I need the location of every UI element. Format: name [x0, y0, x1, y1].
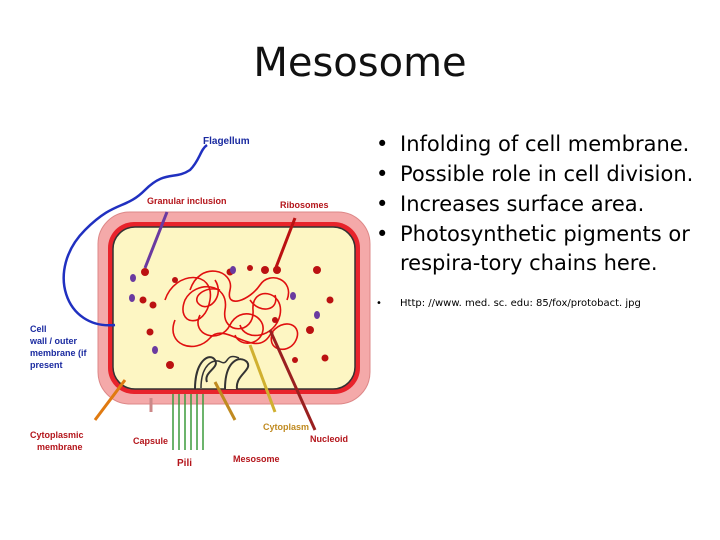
- bullet-list: Infolding of cell membrane. Possible rol…: [376, 130, 706, 312]
- label-cell-wall-4: present: [30, 360, 63, 370]
- bullet-item: Increases surface area.: [376, 190, 706, 219]
- label-cell-wall-3: membrane (if: [30, 348, 88, 358]
- label-ribosomes: Ribosomes: [280, 200, 329, 210]
- label-cell-wall-2: wall / outer: [29, 336, 78, 346]
- label-nucleoid: Nucleoid: [310, 434, 348, 444]
- label-granular-inclusion: Granular inclusion: [147, 196, 227, 206]
- bullet-item: Photosynthetic pigments or respira-tory …: [376, 220, 706, 278]
- bacterial-cell-diagram: Flagellum Granular inclusion Ribosomes C…: [25, 120, 375, 470]
- label-mesosome: Mesosome: [233, 454, 280, 464]
- label-flagellum: Flagellum: [203, 136, 250, 147]
- label-cell-wall-1: Cell: [30, 324, 47, 334]
- label-cytoplasm: Cytoplasm: [263, 422, 309, 432]
- source-url: Http: //www. med. sc. edu: 85/fox/protob…: [376, 297, 706, 311]
- bullet-item: Infolding of cell membrane.: [376, 130, 706, 159]
- label-cytoplasmic-2: membrane: [37, 442, 83, 452]
- label-capsule: Capsule: [133, 436, 168, 446]
- slide-title: Mesosome: [0, 40, 720, 86]
- label-pili: Pili: [177, 458, 192, 469]
- bullet-item: Possible role in cell division.: [376, 160, 706, 189]
- label-cytoplasmic-1: Cytoplasmic: [30, 430, 84, 440]
